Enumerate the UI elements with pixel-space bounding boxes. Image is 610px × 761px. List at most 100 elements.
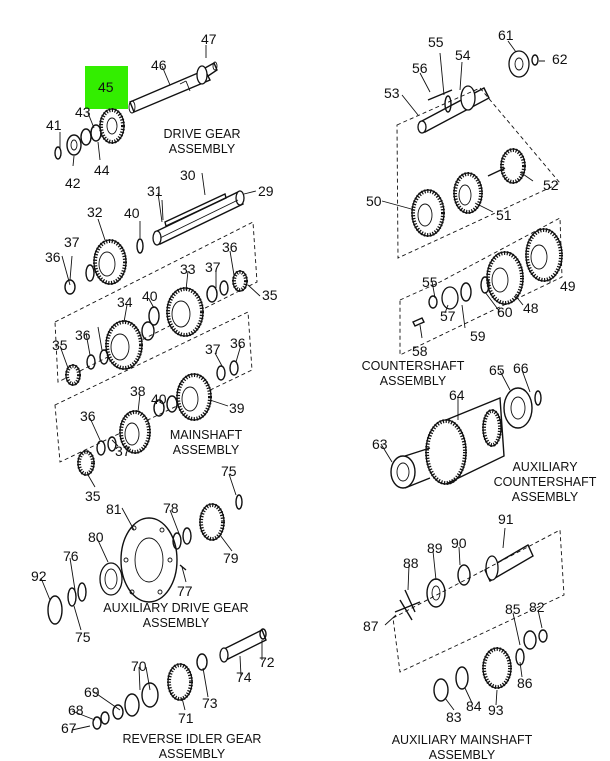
callout: 66 bbox=[513, 360, 529, 376]
callout: 36 bbox=[80, 408, 96, 424]
callout: 84 bbox=[466, 698, 482, 714]
callout: 79 bbox=[223, 550, 239, 566]
leader-lines bbox=[40, 40, 551, 731]
callout: 78 bbox=[163, 500, 179, 516]
callout: 76 bbox=[63, 548, 79, 564]
callout: 36 bbox=[75, 327, 91, 343]
callout: 70 bbox=[131, 658, 147, 674]
callout: 55 bbox=[428, 34, 444, 50]
callout: 40 bbox=[151, 391, 167, 407]
callout-45-highlighted: 45 bbox=[98, 79, 114, 95]
callout: 40 bbox=[142, 288, 158, 304]
assembly-title: REVERSE IDLER GEAR bbox=[123, 732, 262, 746]
callout: 51 bbox=[496, 207, 512, 223]
callout: 41 bbox=[46, 117, 62, 133]
callout: 35 bbox=[85, 488, 101, 504]
callout: 34 bbox=[117, 294, 133, 310]
callout: 48 bbox=[523, 300, 539, 316]
callout: 75 bbox=[75, 629, 91, 645]
callout: 77 bbox=[177, 583, 193, 599]
callout: 37 bbox=[115, 443, 131, 459]
callout: 61 bbox=[498, 27, 514, 43]
reverse-idler-group bbox=[92, 628, 267, 730]
highlight-box[interactable] bbox=[85, 66, 128, 109]
callout: 52 bbox=[543, 177, 559, 193]
callout: 29 bbox=[258, 183, 274, 199]
callout: 54 bbox=[455, 47, 471, 63]
callout: 67 bbox=[61, 720, 77, 736]
callout: 44 bbox=[94, 162, 110, 178]
callout: 92 bbox=[31, 568, 47, 584]
callout: 89 bbox=[427, 540, 443, 556]
assembly-title: MAINSHAFT bbox=[170, 428, 243, 442]
callout: 36 bbox=[45, 249, 61, 265]
callout: 63 bbox=[372, 436, 388, 452]
callout: 86 bbox=[517, 675, 533, 691]
callout: 36 bbox=[222, 239, 238, 255]
callout: 33 bbox=[180, 261, 196, 277]
assembly-title: AUXILIARY MAINSHAFT bbox=[392, 733, 533, 747]
callout: 93 bbox=[488, 702, 504, 718]
assembly-title: DRIVE GEAR bbox=[163, 127, 240, 141]
callout: 65 bbox=[489, 362, 505, 378]
callout: 35 bbox=[262, 287, 278, 303]
callout: 37 bbox=[205, 341, 221, 357]
assembly-title: AUXILIARY bbox=[512, 460, 578, 474]
assembly-title: ASSEMBLY bbox=[159, 747, 226, 761]
assembly-title: ASSEMBLY bbox=[173, 443, 240, 457]
aux-drive-gear-group bbox=[47, 494, 243, 625]
callout: 69 bbox=[84, 684, 100, 700]
callout: 91 bbox=[498, 511, 514, 527]
assembly-title: ASSEMBLY bbox=[429, 748, 496, 761]
callout: 31 bbox=[147, 183, 163, 199]
assembly-title: ASSEMBLY bbox=[512, 490, 579, 504]
callout: 49 bbox=[560, 278, 576, 294]
callout: 60 bbox=[497, 304, 513, 320]
callout: 81 bbox=[106, 501, 122, 517]
callout: 32 bbox=[87, 204, 103, 220]
callout: 88 bbox=[403, 555, 419, 571]
callout: 82 bbox=[529, 599, 545, 615]
callout: 68 bbox=[68, 702, 84, 718]
assembly-title: ASSEMBLY bbox=[169, 142, 236, 156]
callout: 37 bbox=[205, 259, 221, 275]
callout: 55 bbox=[422, 274, 438, 290]
callout: 47 bbox=[201, 31, 217, 47]
mainshaft-group bbox=[54, 190, 258, 476]
callout: 72 bbox=[259, 654, 275, 670]
assembly-title: AUXILIARY DRIVE GEAR bbox=[103, 601, 248, 615]
callout: 42 bbox=[65, 175, 81, 191]
assembly-title: ASSEMBLY bbox=[380, 374, 447, 388]
callout: 30 bbox=[180, 167, 196, 183]
callout: 80 bbox=[88, 529, 104, 545]
callout: 43 bbox=[75, 104, 91, 120]
callout: 74 bbox=[236, 669, 252, 685]
callout: 37 bbox=[64, 234, 80, 250]
callout: 85 bbox=[505, 601, 521, 617]
callout: 56 bbox=[412, 60, 428, 76]
callout: 90 bbox=[451, 535, 467, 551]
callout: 64 bbox=[449, 387, 465, 403]
callout: 87 bbox=[363, 618, 379, 634]
callout: 36 bbox=[230, 335, 246, 351]
callout: 58 bbox=[412, 343, 428, 359]
callout: 57 bbox=[440, 308, 456, 324]
assembly-title: COUNTERSHAFT bbox=[362, 359, 465, 373]
callout: 53 bbox=[384, 85, 400, 101]
callout: 35 bbox=[52, 337, 68, 353]
callout: 38 bbox=[130, 383, 146, 399]
callout: 75 bbox=[221, 463, 237, 479]
callout: 50 bbox=[366, 193, 382, 209]
countershaft-group bbox=[396, 50, 563, 356]
aux-countershaft-group bbox=[390, 387, 542, 489]
callout: 83 bbox=[446, 709, 462, 725]
callout: 46 bbox=[151, 57, 167, 73]
callout: 62 bbox=[552, 51, 568, 67]
callout-labels: 45 47 46 43 41 42 44 55 54 56 61 62 53 3… bbox=[31, 27, 576, 736]
assembly-title: COUNTERSHAFT bbox=[494, 475, 597, 489]
callout: 73 bbox=[202, 695, 218, 711]
callout: 71 bbox=[178, 710, 194, 726]
assembly-titles: DRIVE GEAR ASSEMBLY COUNTERSHAFT ASSEMBL… bbox=[103, 127, 596, 761]
callout: 40 bbox=[124, 205, 140, 221]
